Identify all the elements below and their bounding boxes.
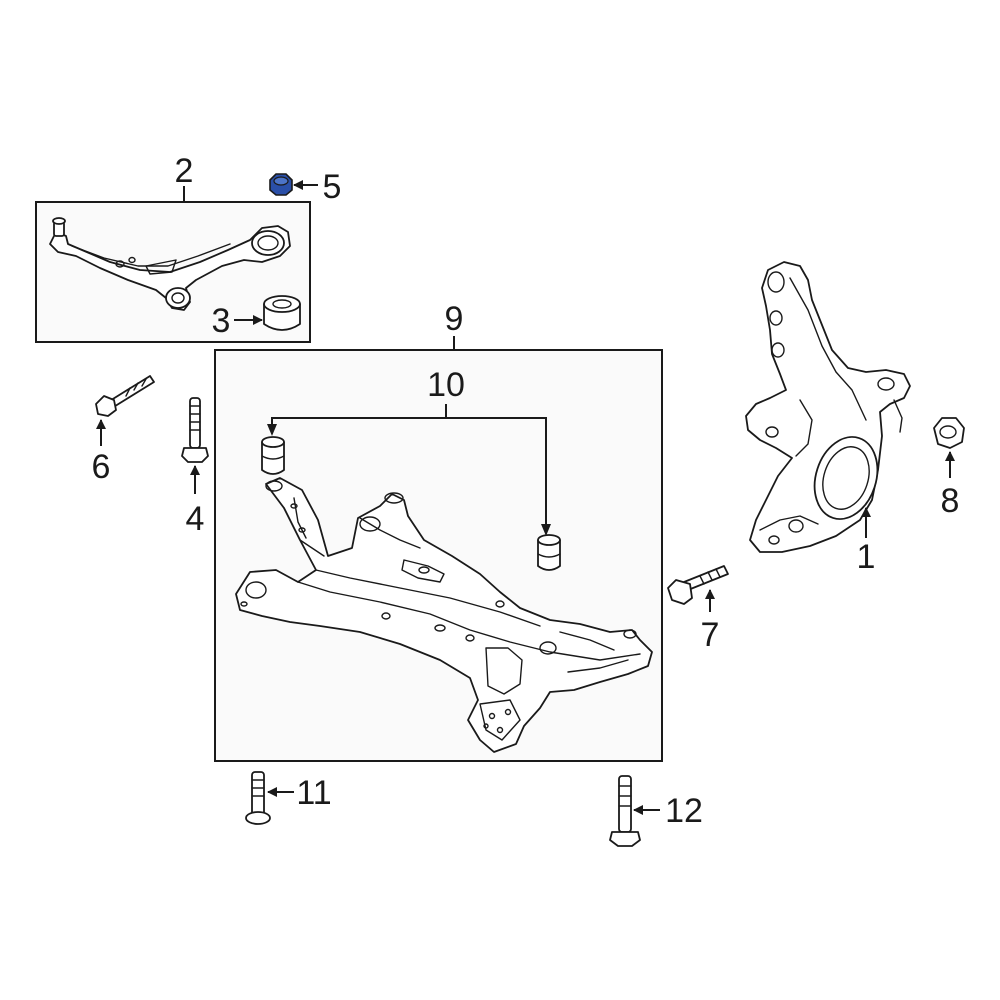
subframe-bushing-right[interactable] (537, 534, 561, 571)
subframe-bushing-left[interactable] (261, 436, 285, 475)
callout-8: 8 (941, 482, 960, 520)
bolt-11[interactable] (245, 771, 271, 825)
callout-4: 4 (186, 500, 205, 538)
callout-7: 7 (701, 616, 720, 654)
callout-12: 12 (665, 792, 703, 830)
bolt-7[interactable] (667, 565, 729, 605)
bolt-6[interactable] (95, 375, 155, 417)
callout-5: 5 (323, 168, 342, 206)
callout-1: 1 (857, 538, 876, 576)
nut-5[interactable] (269, 173, 293, 196)
bolt-4[interactable] (181, 397, 209, 463)
lower-control-arm[interactable] (49, 217, 291, 311)
callout-2: 2 (175, 152, 194, 190)
front-subframe[interactable] (235, 477, 653, 753)
callout-3: 3 (212, 302, 231, 340)
steering-knuckle[interactable] (745, 261, 911, 553)
callout-11: 11 (296, 774, 331, 812)
nut-8[interactable] (933, 417, 965, 449)
callout-9: 9 (445, 300, 464, 338)
callout-6: 6 (92, 448, 111, 486)
callout-10: 10 (427, 366, 465, 404)
bolt-12[interactable] (609, 775, 641, 847)
control-arm-bushing[interactable] (263, 295, 301, 331)
